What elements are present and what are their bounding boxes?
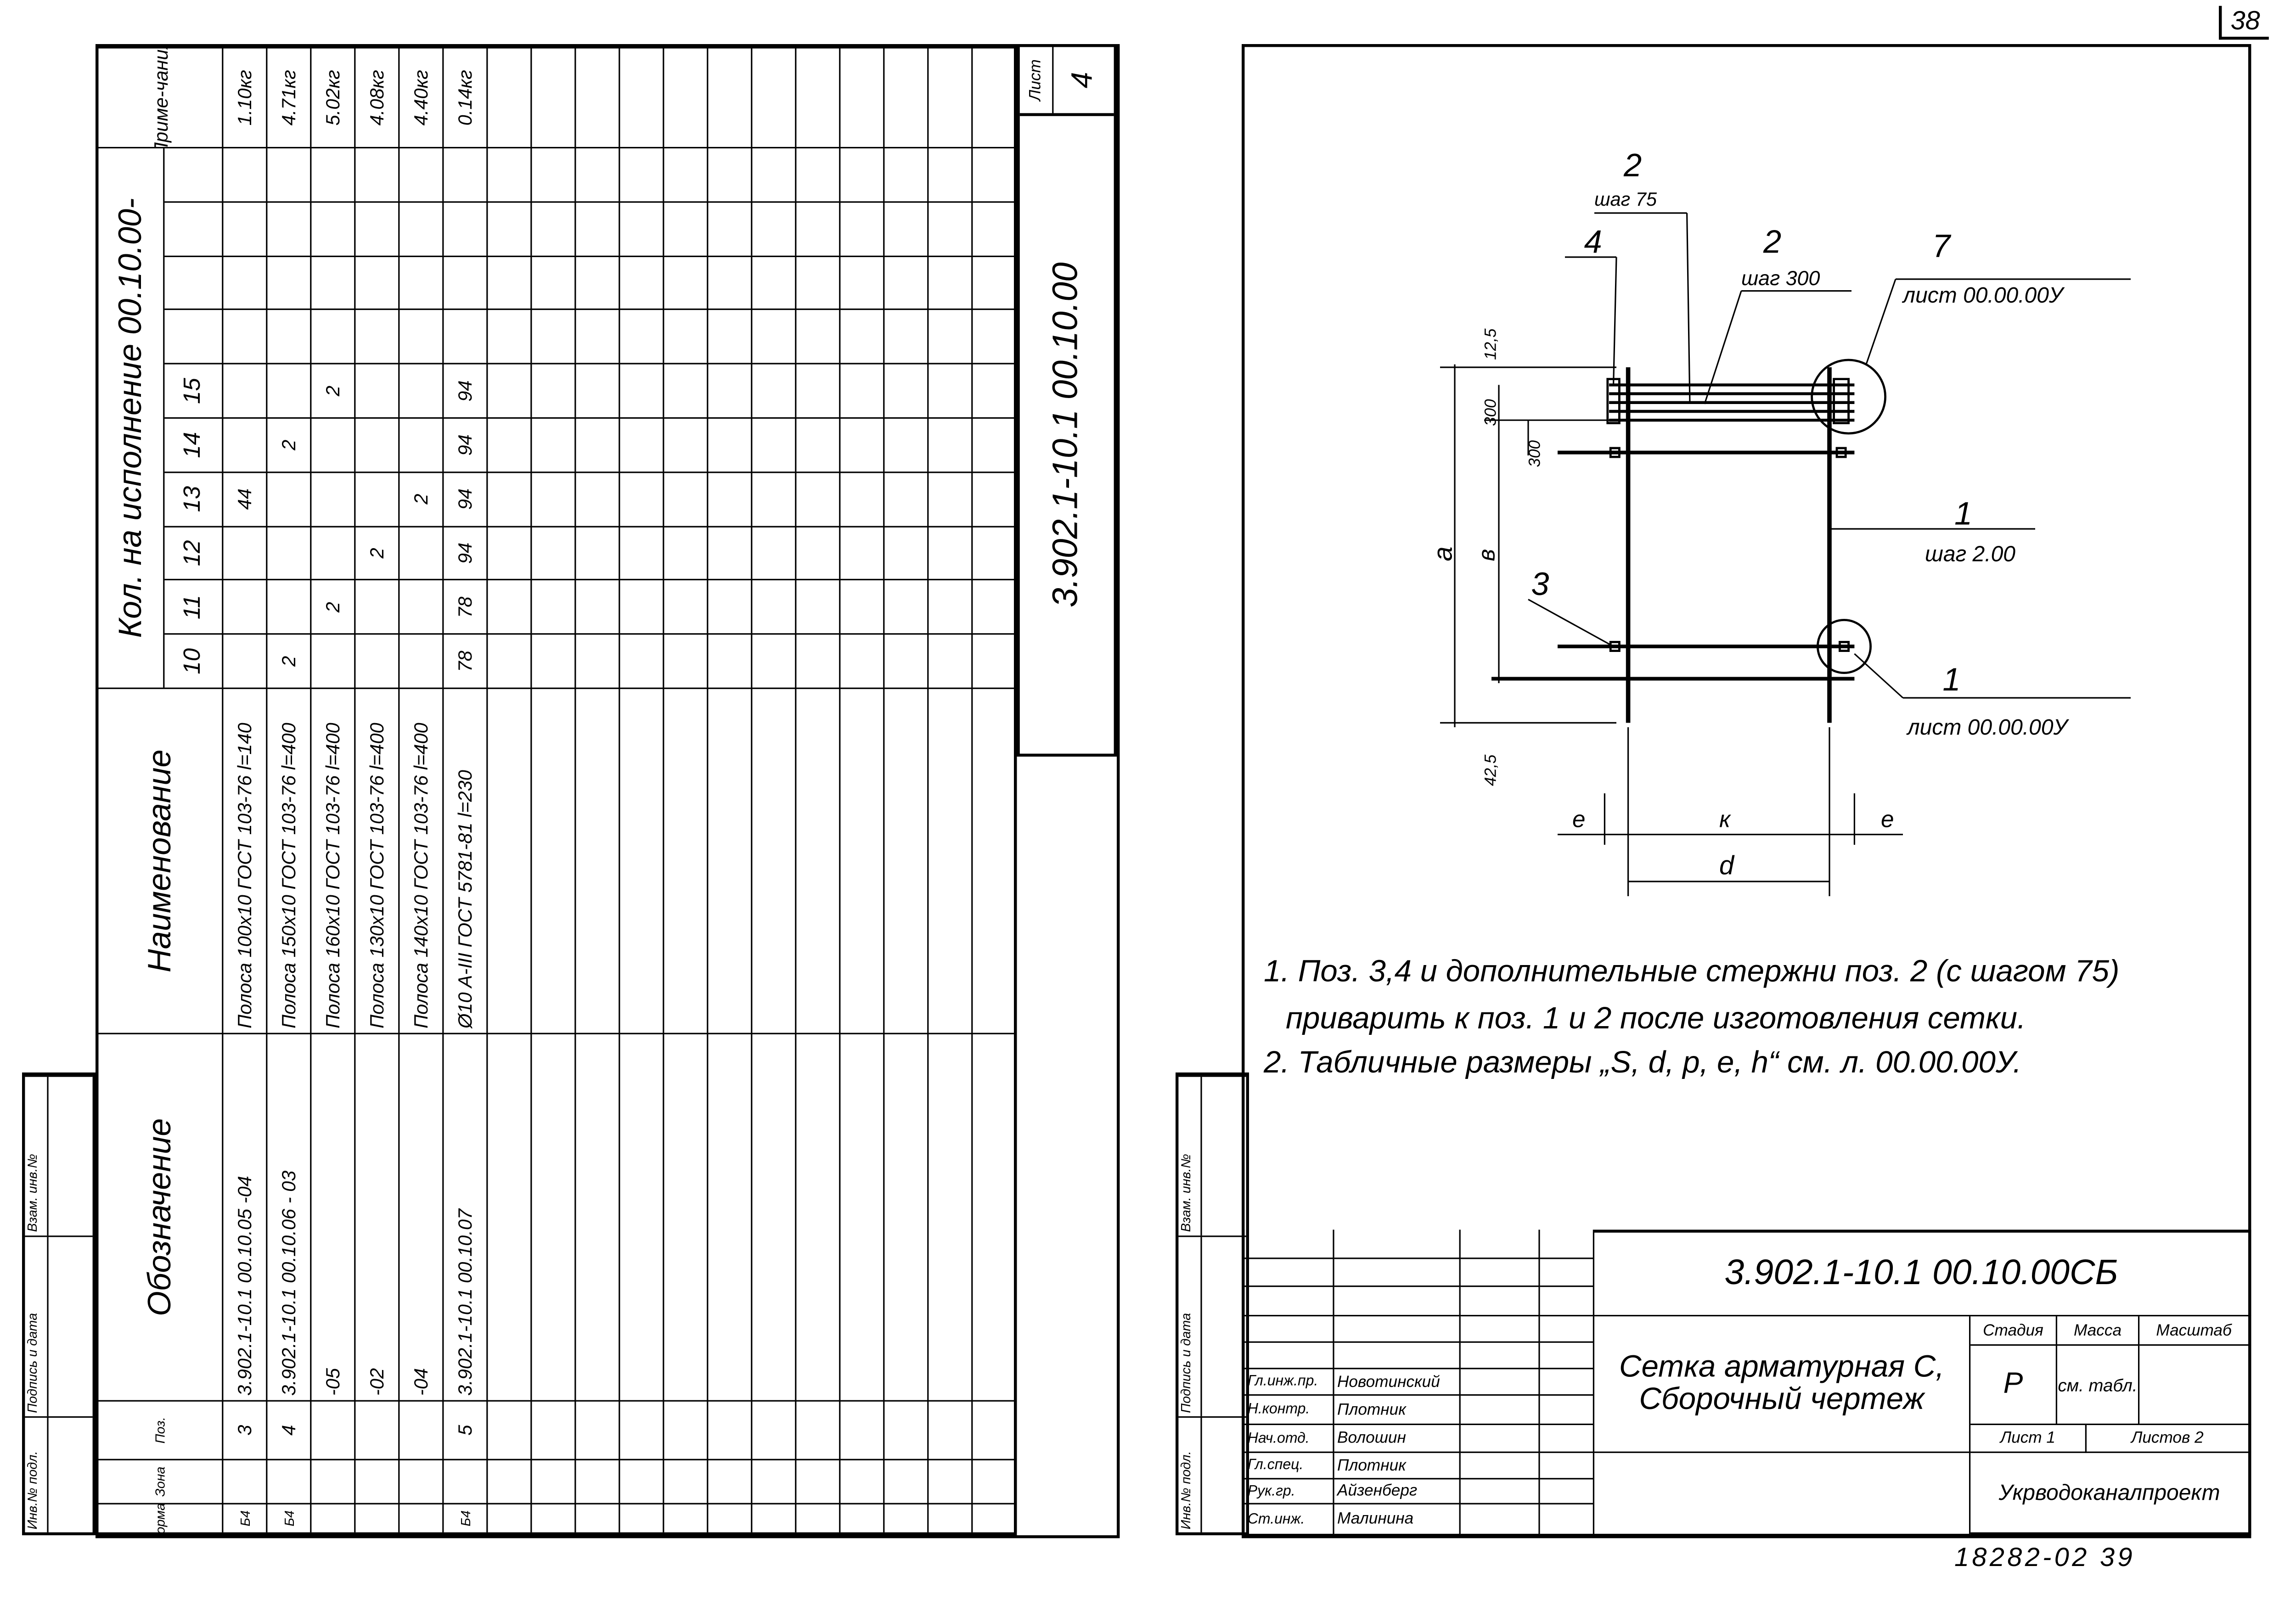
label-pos7: 7 xyxy=(1932,228,1952,264)
dim-b: в xyxy=(1473,549,1499,561)
plates xyxy=(1606,378,1850,652)
signatory-role: Нач.отд. xyxy=(1242,1425,1334,1453)
dim-e-left: e xyxy=(1572,806,1585,832)
drawing-title: Сетка арматурная С,Сборочный чертеж xyxy=(1594,1316,1971,1453)
dim-300a: 300 xyxy=(1482,399,1500,426)
date-cell xyxy=(1540,1396,1594,1425)
dimension-lines xyxy=(1440,364,1903,897)
signatory-role: Гл.инж.пр. xyxy=(1242,1369,1334,1396)
label-pos2: 2 xyxy=(1623,147,1642,183)
sheets-total: Листов 2 xyxy=(2087,1425,2251,1453)
organization: Укрводоканалпроект xyxy=(1970,1453,2251,1535)
label-pos1b-ref: лист 00.00.00У xyxy=(1906,715,2070,740)
signature-cell xyxy=(1460,1369,1540,1396)
signatory-name: Новотинский xyxy=(1334,1369,1461,1396)
left-sheet-frame xyxy=(96,44,1120,1538)
date-cell xyxy=(1540,1425,1594,1453)
dim-d: d xyxy=(1719,851,1735,880)
leader-lines xyxy=(1528,212,2131,699)
empty-cell xyxy=(1594,1453,1971,1535)
drawing-code: 3.902.1-10.1 00.10.00СБ xyxy=(1594,1229,2251,1317)
label-pos1: 1 xyxy=(1954,495,1972,531)
dim-a: a xyxy=(1429,546,1458,561)
label-step-200: шаг 2.00 xyxy=(1925,542,2015,566)
label-pos7-ref: лист 00.00.00У xyxy=(1902,283,2065,308)
label-pos2-mid: 2 xyxy=(1763,223,1781,259)
dim-300b: 300 xyxy=(1526,440,1544,467)
detail-circle xyxy=(1817,619,1872,674)
detail-circle xyxy=(1811,359,1887,435)
signature-cell xyxy=(1460,1259,1540,1287)
title-line-1: Сетка арматурная С, xyxy=(1619,1350,1944,1384)
signature-cell xyxy=(1460,1425,1540,1453)
date-cell xyxy=(1540,1504,1594,1535)
signatory-role: Н.контр. xyxy=(1242,1396,1334,1425)
note-line-2: приварить к поз. 1 и 2 после изготовлени… xyxy=(1286,1001,2026,1035)
signatory-name: Плотник xyxy=(1334,1453,1461,1480)
dim-12-5: 12,5 xyxy=(1482,328,1500,360)
date-cell xyxy=(1540,1342,1594,1370)
archive-number: 18282-02 39 xyxy=(1954,1543,2135,1572)
mass-label: Масса xyxy=(2057,1316,2140,1346)
signatory-name xyxy=(1334,1316,1461,1343)
title-line-2: Сборочный чертеж xyxy=(1639,1382,1925,1416)
dim-e-right: e xyxy=(1881,806,1894,832)
date-cell xyxy=(1540,1453,1594,1480)
transverse-bars-top xyxy=(1609,383,1855,422)
scale-label: Масштаб xyxy=(2139,1316,2251,1346)
signature-cell xyxy=(1460,1287,1540,1317)
signatory-role xyxy=(1242,1259,1334,1287)
dim-42-5: 42,5 xyxy=(1482,754,1500,786)
signatory-name: Плотник xyxy=(1334,1396,1461,1425)
note-line-1: 1. Поз. 3,4 и дополнительные стержни поз… xyxy=(1264,954,2119,988)
signatory-name xyxy=(1334,1229,1461,1259)
mass-value: см. табл. xyxy=(2057,1346,2140,1425)
signatory-role xyxy=(1242,1229,1334,1259)
signature-cell xyxy=(1460,1453,1540,1480)
signatory-name: Волошин xyxy=(1334,1425,1461,1453)
date-cell xyxy=(1540,1259,1594,1287)
signatory-role xyxy=(1242,1287,1334,1317)
stage-value: Р xyxy=(1970,1346,2057,1425)
signatory-name xyxy=(1334,1259,1461,1287)
label-step-300: шаг 300 xyxy=(1741,267,1820,290)
signatory-role xyxy=(1242,1342,1334,1370)
date-cell xyxy=(1540,1287,1594,1317)
date-cell xyxy=(1540,1479,1594,1505)
page-number: 38 xyxy=(2219,6,2269,40)
signatory-name xyxy=(1334,1342,1461,1370)
label-pos3: 3 xyxy=(1531,566,1549,602)
date-cell xyxy=(1540,1229,1594,1259)
signatory-role: Ст.инж. xyxy=(1242,1504,1334,1535)
signature-cell xyxy=(1460,1479,1540,1505)
right-sheet-frame xyxy=(1242,44,2251,1538)
signatory-role: Гл.спец. xyxy=(1242,1453,1334,1480)
date-cell xyxy=(1540,1369,1594,1396)
signatory-name xyxy=(1334,1287,1461,1317)
signatory-name: Малинина xyxy=(1334,1504,1461,1535)
signature-cell xyxy=(1460,1342,1540,1370)
dim-k: к xyxy=(1719,806,1731,832)
scale-value xyxy=(2139,1346,2251,1425)
signatory-name: Айзенберг xyxy=(1334,1479,1461,1505)
signature-cell xyxy=(1460,1229,1540,1259)
signatory-role: Рук.гр. xyxy=(1242,1479,1334,1505)
signatory-role xyxy=(1242,1316,1334,1343)
signature-cell xyxy=(1460,1316,1540,1343)
signature-cell xyxy=(1460,1396,1540,1425)
label-pos1b: 1 xyxy=(1942,661,1960,697)
stage-label: Стадия xyxy=(1970,1316,2057,1346)
label-step-75: шаг 75 xyxy=(1594,188,1657,210)
note-line-3: 2. Табличные размеры „S, d, p, e, h“ см.… xyxy=(1263,1045,2021,1079)
label-pos4: 4 xyxy=(1584,223,1602,259)
sheet-number: Лист 1 xyxy=(1970,1425,2087,1453)
date-cell xyxy=(1540,1316,1594,1343)
signature-cell xyxy=(1460,1504,1540,1535)
